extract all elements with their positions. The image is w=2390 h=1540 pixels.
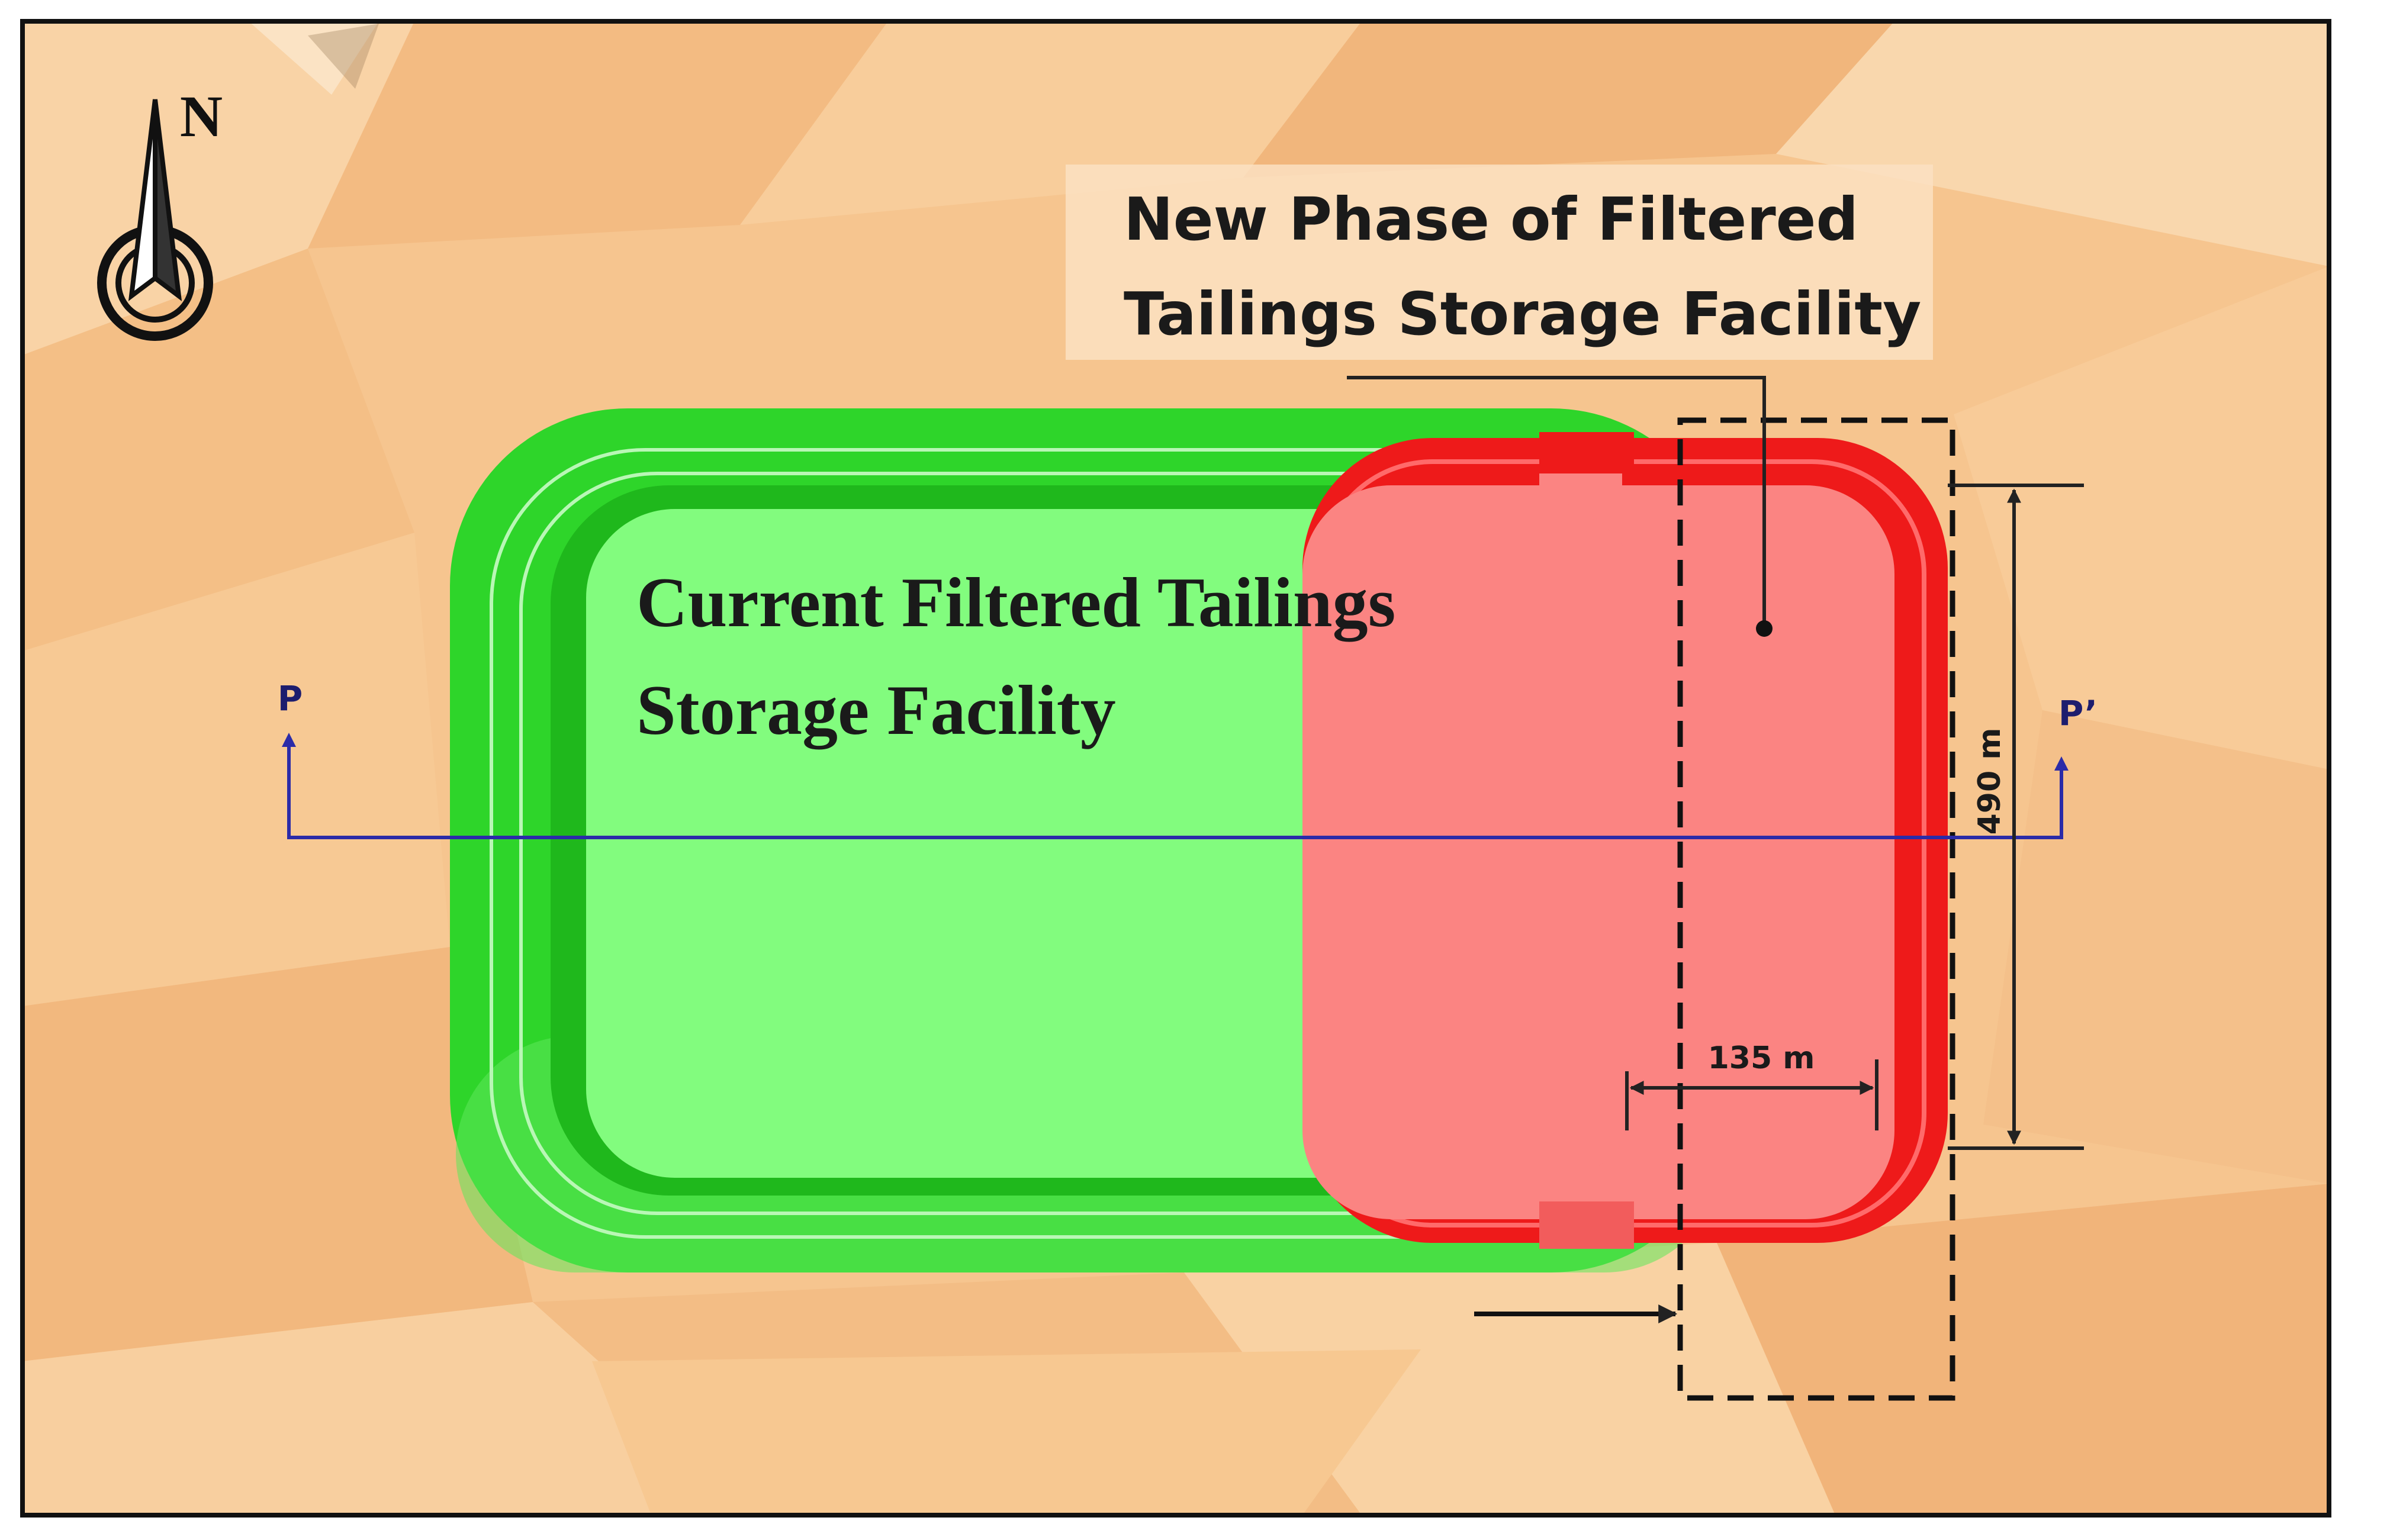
- new-phase-junction-top-rim: [1539, 432, 1634, 473]
- new-phase-junction: [1539, 450, 1628, 1249]
- current-facility-east-edge: [1532, 502, 1635, 1185]
- section-start-label: P: [278, 678, 303, 719]
- new-phase-leader-line: [1347, 376, 1766, 629]
- north-arrow: N: [97, 83, 223, 341]
- length-dimension: 490 m: [1948, 484, 2084, 1150]
- section-line: [282, 733, 2069, 839]
- new-phase-extent-box: [1677, 417, 1955, 1401]
- section-end-label: P’: [2058, 693, 2098, 733]
- length-dimension-label: 490 m: [1972, 728, 2008, 835]
- section-line-p-p-prime: P P’: [278, 678, 2098, 839]
- north-arrow-label: N: [180, 83, 223, 149]
- current-facility-label-line-1: Current Filtered Tailings: [636, 563, 1395, 642]
- current-facility-label-line-2: Storage Facility: [636, 671, 1116, 750]
- new-phase-label-background: [1066, 165, 1933, 360]
- map-frame: [20, 19, 2331, 1518]
- new-phase-surface: [1302, 485, 1894, 1219]
- new-phase-junction-bottom-rim: [1539, 1201, 1634, 1249]
- new-phase-label-line-1: New Phase of Filtered: [1124, 185, 1858, 254]
- current-facility-label: Current Filtered Tailings Storage Facili…: [636, 563, 1395, 750]
- width-dimension-label: 135 m: [1708, 1040, 1815, 1076]
- width-dimension: 135 m: [1625, 1040, 1878, 1130]
- new-phase-label-line-2: Tailings Storage Facility: [1124, 279, 1921, 349]
- new-phase-leader-dot: [1756, 620, 1773, 637]
- north-arrow-needle-right: [153, 99, 182, 301]
- new-phase-label: New Phase of Filtered Tailings Storage F…: [1066, 165, 1933, 360]
- new-phase-facility: [1302, 432, 1948, 1249]
